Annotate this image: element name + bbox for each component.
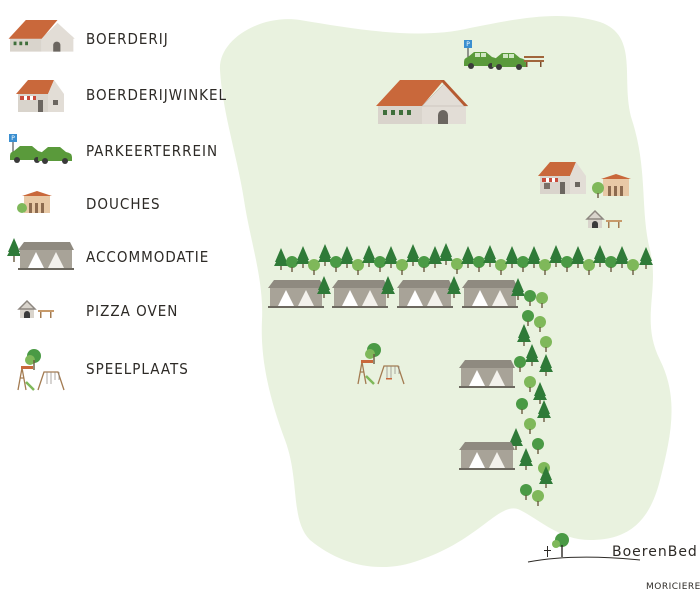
legend-label: PIZZA OVEN bbox=[86, 302, 179, 320]
legend-label: ACCOMMODATIE bbox=[86, 248, 210, 266]
legend-item-speelplaats: SPEELPLAATS bbox=[6, 346, 230, 392]
svg-text:P: P bbox=[11, 135, 15, 142]
safari-tent-icon bbox=[268, 280, 324, 308]
safari-tent-icon bbox=[459, 360, 515, 388]
brand-name: BoerenBed bbox=[612, 544, 698, 560]
safari-tent-icon bbox=[7, 238, 74, 270]
legend-label: PARKEERTERREIN bbox=[86, 142, 219, 160]
playground-icon bbox=[17, 349, 65, 391]
legend-item-boerderijwinkel: BOERDERIJWINKEL bbox=[6, 72, 230, 118]
map-legend: BOERDERIJ BOERDERIJWINKEL P bbox=[0, 0, 230, 420]
legend-item-boerderij: BOERDERIJ bbox=[6, 16, 230, 62]
farmhouse-icon bbox=[8, 20, 75, 52]
legend-label: BOERDERIJWINKEL bbox=[86, 86, 228, 104]
legend-label: SPEELPLAATS bbox=[86, 360, 189, 378]
pizza-oven-icon bbox=[17, 299, 54, 318]
safari-tent-icon bbox=[462, 280, 518, 308]
brand-subtitle: MORICIERE bbox=[646, 582, 700, 592]
legend-item-accommodatie: ACCOMMODATIE bbox=[6, 234, 230, 280]
safari-tent-icon bbox=[397, 280, 453, 308]
legend-label: DOUCHES bbox=[86, 195, 161, 213]
legend-label: BOERDERIJ bbox=[86, 30, 169, 48]
parking-icon: P bbox=[9, 134, 72, 164]
legend-item-parkeerterrein: P PARKEERTERREIN bbox=[6, 128, 230, 174]
safari-tent-icon bbox=[459, 442, 515, 470]
brand-logo bbox=[527, 533, 641, 563]
brand: BoerenBed MORICIERE bbox=[528, 526, 700, 600]
farm-shop-icon bbox=[16, 80, 64, 112]
legend-item-pizza-oven: PIZZA OVEN bbox=[6, 288, 230, 334]
shower-building-icon bbox=[17, 191, 52, 213]
legend-item-douches: DOUCHES bbox=[6, 181, 230, 227]
safari-tent-icon bbox=[332, 280, 388, 308]
